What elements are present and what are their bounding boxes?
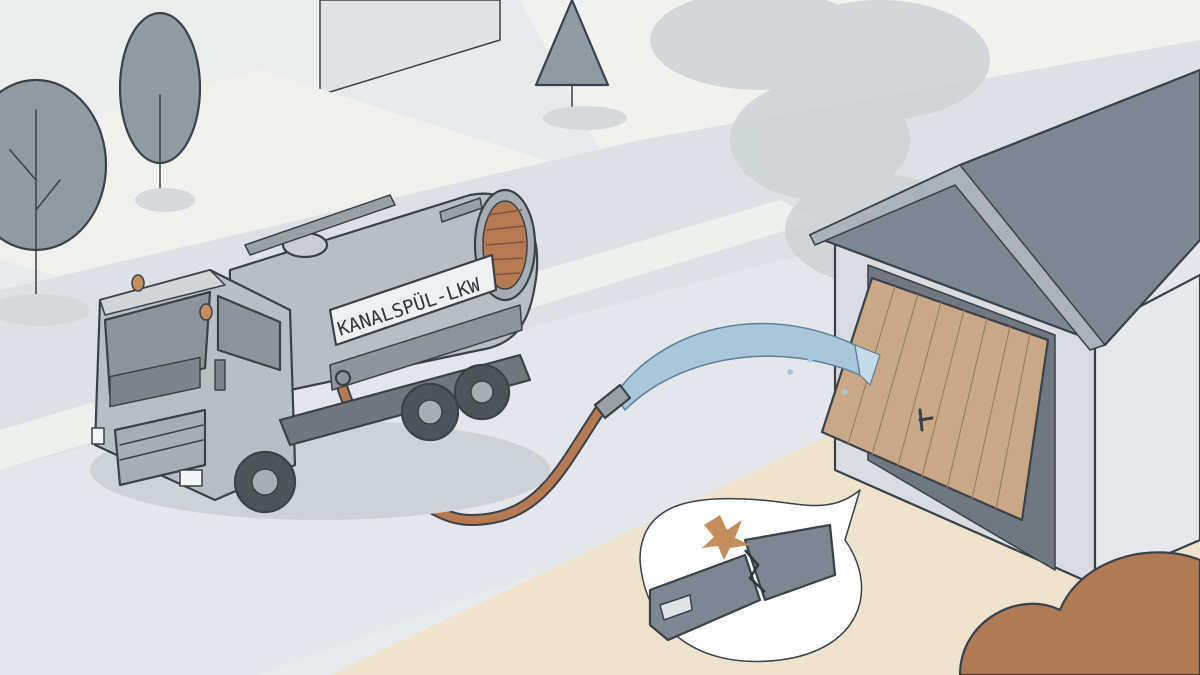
truck-tank: KANALSPÜL-LKW — [228, 188, 539, 392]
beacon-left — [131, 274, 145, 292]
tree-left — [0, 78, 108, 326]
beacon-right — [199, 303, 213, 321]
bush — [958, 551, 1200, 675]
tank-label-plate — [328, 253, 498, 347]
hose-nozzle — [593, 383, 632, 420]
grille — [113, 408, 207, 487]
garage-side-wall — [1093, 273, 1200, 587]
garage — [808, 68, 1200, 587]
door-handle-icon — [918, 408, 934, 432]
garage-door — [820, 276, 1050, 522]
broken-pipe-fitting-icon — [648, 523, 837, 642]
truck-wheels — [233, 363, 511, 514]
truck-cab — [91, 268, 297, 502]
tree-middle — [118, 11, 202, 212]
tree-top — [534, 0, 627, 130]
damage-callout — [639, 489, 863, 663]
water-jet — [614, 322, 881, 412]
impact-spark-icon — [702, 515, 750, 560]
sewer-truck: KANALSPÜL-LKW — [90, 188, 550, 520]
